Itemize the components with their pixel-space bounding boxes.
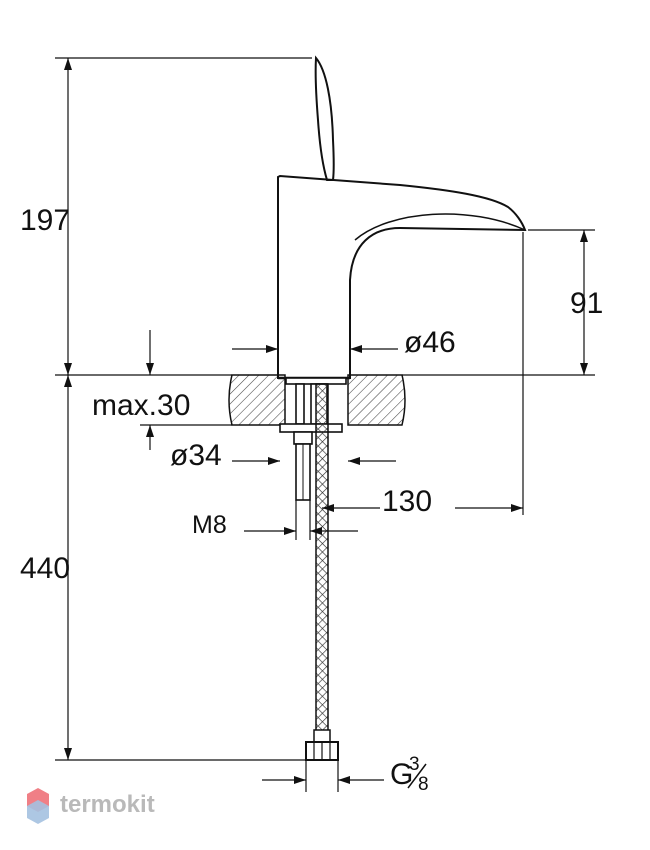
label-shank-diameter: ø34 <box>170 439 222 472</box>
label-spout-height: 91 <box>570 287 603 320</box>
shank-left-rod <box>295 383 305 425</box>
termokit-watermark: termokit <box>27 788 155 824</box>
arrow-g-left <box>294 776 306 784</box>
flexible-hose <box>305 383 339 761</box>
arrow-m8-right <box>310 527 322 535</box>
connection-numerator: 3 <box>409 754 420 775</box>
arrow-34-right <box>348 457 360 465</box>
connection-fraction-bar <box>407 763 427 789</box>
arrow-g-right <box>338 776 350 784</box>
arrow-440-top <box>64 375 72 387</box>
faucet-body <box>277 55 527 380</box>
arrow-440-bottom <box>64 748 72 760</box>
hose-ferrule <box>313 729 331 743</box>
watermark-text: termokit <box>60 791 155 818</box>
label-connection-thread: G 3 8 <box>390 754 429 795</box>
label-height-above: 197 <box>20 204 70 237</box>
arrow-46-right <box>350 345 362 353</box>
arrow-max30-bottom <box>146 425 154 437</box>
fixing-nut <box>293 431 313 445</box>
arrow-heads <box>64 58 588 784</box>
arrow-max30-top <box>146 363 154 375</box>
hose-braid <box>315 383 329 735</box>
arrow-34-left <box>268 457 280 465</box>
label-reach: 130 <box>382 485 432 518</box>
arrow-91-bottom <box>580 363 588 375</box>
arrow-130-right <box>511 504 523 512</box>
base-flange <box>285 377 347 385</box>
countertop-section <box>228 374 406 426</box>
arrow-91-top <box>580 230 588 242</box>
label-height-below: 440 <box>20 552 70 585</box>
countertop-right <box>347 374 406 426</box>
lever-handle <box>314 55 335 181</box>
shank-assembly <box>279 377 347 501</box>
arrow-m8-left <box>284 527 296 535</box>
arrow-197-bottom <box>64 363 72 375</box>
arrow-130-left <box>322 504 334 512</box>
connection-denominator: 8 <box>418 774 429 795</box>
label-max-thickness: max.30 <box>92 389 190 422</box>
connection-g: G <box>390 758 413 791</box>
arrow-46-left <box>266 345 278 353</box>
spout-inner-line <box>354 213 526 241</box>
countertop-left <box>228 374 286 426</box>
label-body-diameter: ø46 <box>404 326 456 359</box>
body-outline <box>277 174 527 379</box>
fixing-plate <box>279 423 343 433</box>
label-stud-thread: M8 <box>192 511 227 539</box>
arrow-197-top <box>64 58 72 70</box>
termokit-logo-icon <box>27 788 49 824</box>
